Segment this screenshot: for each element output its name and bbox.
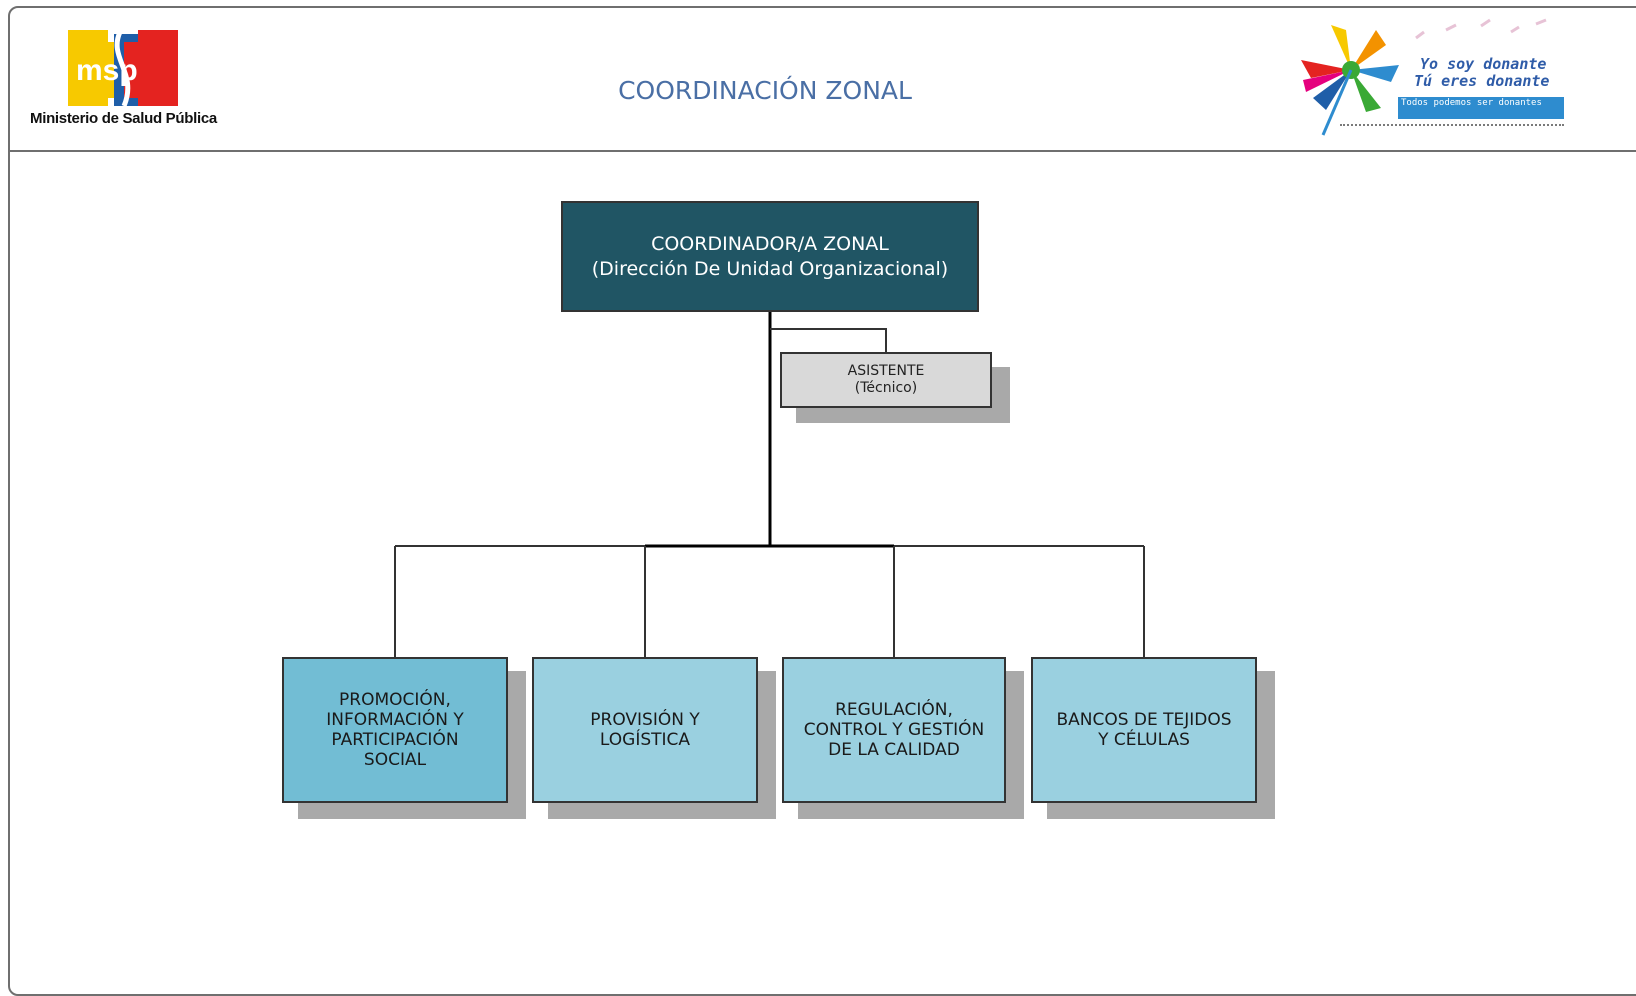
ministry-name: Ministerio de Salud Pública [30,110,217,127]
node-asistente-title: ASISTENTE [847,363,925,379]
node-asistente: ASISTENTE (Técnico) [780,352,992,408]
header-divider [9,150,1636,152]
banner-line-2: Tú eres donante [1414,72,1550,90]
banner-footer-dots [1340,124,1564,132]
logo-text: msp [76,54,138,87]
node-unit-provision: PROVISIÓN Y LOGÍSTICA [532,657,758,803]
node-unit-promocion: PROMOCIÓN, INFORMACIÓN Y PARTICIPACIÓN S… [282,657,508,803]
node-coordinador-subtitle: (Dirección De Unidad Organizacional) [591,257,949,280]
node-unit-regulacion: REGULACIÓN, CONTROL Y GESTIÓN DE LA CALI… [782,657,1006,803]
node-asistente-subtitle: (Técnico) [854,380,918,396]
connector-assistant [770,328,887,352]
page-title: COORDINACIÓN ZONAL [618,76,912,105]
node-coordinador-zonal: COORDINADOR/A ZONAL (Dirección De Unidad… [561,201,979,312]
banner-line-1: Yo soy donante [1420,55,1547,73]
msp-logo-icon: msp [68,30,178,107]
node-unit-bancos: BANCOS DE TEJIDOS Y CÉLULAS [1031,657,1257,803]
donor-campaign-banner-icon [1301,18,1547,136]
banner-strip: Todos podemos ser donantes [1398,97,1564,119]
node-coordinador-title: COORDINADOR/A ZONAL [651,232,889,255]
